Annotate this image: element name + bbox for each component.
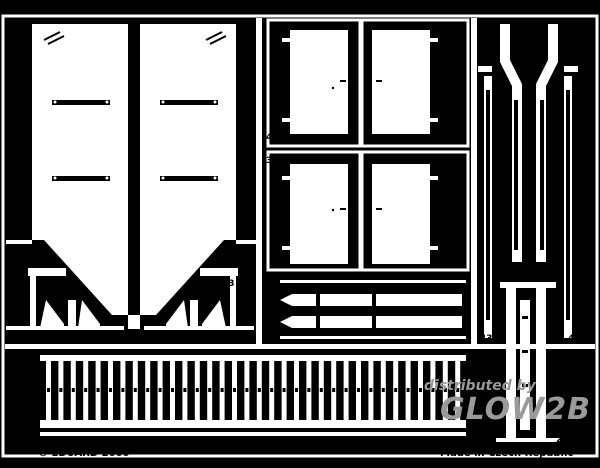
part-40-hanger-plate xyxy=(360,150,470,272)
comb-tooth-notch xyxy=(133,388,137,392)
comb-tooth-notch xyxy=(183,388,187,392)
part-42-hanger-plate xyxy=(266,18,362,148)
comb-tooth-notch xyxy=(84,388,88,392)
comb-tooth-notch xyxy=(357,388,360,392)
part-25-bracket xyxy=(496,282,560,442)
comb-tooth-notch xyxy=(71,388,75,392)
sprue-bar-horizontal xyxy=(5,344,595,349)
comb-tooth-notch xyxy=(96,388,100,392)
brand-logo-text: eduard xyxy=(514,1,566,16)
part-skirt-plate-right xyxy=(140,24,236,315)
part-44-rail xyxy=(500,24,522,262)
comb-tooth-notch xyxy=(233,388,236,392)
comb-tooth-notch xyxy=(220,388,224,392)
origin-text: Made in Czech Republic xyxy=(440,448,574,459)
sprue-attach-left xyxy=(6,240,32,244)
part-skirt-plate-left xyxy=(32,24,128,315)
comb-tooth-notch xyxy=(332,388,336,392)
part-number-43: 43 xyxy=(480,334,493,344)
copyright-text: © EDUARD 2000 xyxy=(38,448,130,459)
part-46-rail xyxy=(564,66,578,338)
watermark-logo: GLOW2B xyxy=(440,392,592,427)
watermark-distributed-by: distributed by xyxy=(424,378,536,394)
comb-tooth-notch xyxy=(47,388,50,392)
part-37-strip xyxy=(280,316,466,339)
comb-tooth-notch xyxy=(295,388,298,392)
sprue-attach-plates xyxy=(128,315,140,329)
comb-tooth-notch xyxy=(431,388,435,392)
comb-tooth-notch xyxy=(419,388,422,392)
comb-tooth-notch xyxy=(121,388,125,392)
part-number-33-right: 33 xyxy=(222,279,235,289)
part-number-37: 37 xyxy=(266,334,279,344)
part-43-rail xyxy=(478,66,492,338)
comb-tooth-notch xyxy=(257,388,261,392)
part-number-46: 46 xyxy=(568,334,581,344)
comb-tooth-notch xyxy=(146,388,150,392)
part-number-39: 39 xyxy=(266,156,279,166)
comb-tooth-notch xyxy=(109,388,112,392)
comb-tooth-notch xyxy=(245,388,249,392)
part-number-33-left: 33 xyxy=(44,279,57,289)
comb-tooth-notch xyxy=(195,388,199,392)
comb-tooth-notch xyxy=(270,388,274,392)
sprue-bar-vertical-2 xyxy=(471,18,477,348)
comb-tooth-notch xyxy=(158,388,162,392)
comb-teeth xyxy=(46,361,461,420)
part-number-34: 34 xyxy=(116,334,129,344)
comb-tooth-notch xyxy=(282,388,286,392)
part-number-41: 41 xyxy=(454,133,467,143)
comb-tooth-notch xyxy=(307,388,311,392)
part-number-38: 38 xyxy=(8,435,21,445)
part-45-rail xyxy=(536,24,558,262)
comb-tooth-notch xyxy=(394,388,398,392)
part-number-42: 42 xyxy=(266,133,279,143)
part-33-bracket-right xyxy=(144,268,254,330)
comb-tooth-notch xyxy=(443,388,447,392)
part-number-25: 25 xyxy=(556,435,569,445)
sprue-attach-right xyxy=(236,240,256,244)
part-36-strip xyxy=(280,280,466,306)
sprue-bar-vertical-1 xyxy=(256,18,262,348)
comb-tooth-notch xyxy=(344,388,348,392)
comb-tooth-notch xyxy=(171,388,174,392)
part-41-hanger-plate xyxy=(360,18,470,148)
comb-tooth-notch xyxy=(456,388,460,392)
comb-tooth-notch xyxy=(381,388,385,392)
comb-tooth-notch xyxy=(369,388,373,392)
part-39-hanger-plate xyxy=(266,150,362,272)
part-number-45: 45 xyxy=(536,270,549,280)
comb-tooth-notch xyxy=(319,388,323,392)
fret-title: 35 549 Pz.IV J Schürzen part4 xyxy=(4,1,238,16)
part-comb-rail xyxy=(40,355,466,436)
part-number-36: 36 xyxy=(266,286,279,296)
comb-tooth-notch xyxy=(406,388,410,392)
part-number-44: 44 xyxy=(512,270,525,280)
comb-tooth-notch xyxy=(59,388,63,392)
fret-outer-frame xyxy=(1,14,599,458)
part-number-35: 35 xyxy=(142,334,155,344)
part-33-bracket-left xyxy=(6,268,124,330)
comb-tooth-notch xyxy=(208,388,212,392)
part-number-40: 40 xyxy=(454,156,467,166)
